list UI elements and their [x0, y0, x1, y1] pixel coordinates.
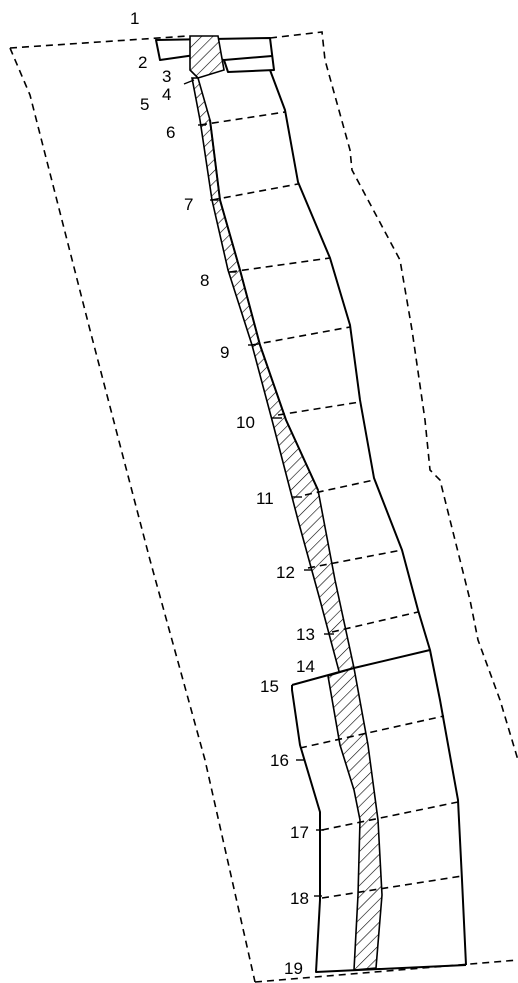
point-label-1: 1 — [130, 9, 139, 28]
outer-boundary-left — [9, 35, 256, 983]
section-lines — [199, 111, 463, 899]
point-label-8: 8 — [200, 271, 209, 290]
point-label-3: 3 — [162, 67, 171, 86]
label-ticks — [183, 79, 334, 897]
point-label-2: 2 — [138, 53, 147, 72]
lower-block-top — [291, 649, 431, 686]
point-label-16: 16 — [270, 751, 289, 770]
body-outline-inner — [209, 119, 319, 491]
point-label-9: 9 — [220, 343, 229, 362]
outer-boundary-right — [254, 31, 518, 983]
point-label-11: 11 — [256, 489, 274, 508]
hatched-wall-upper — [189, 35, 355, 677]
point-label-5: 5 — [140, 95, 149, 114]
point-label-4: 4 — [162, 85, 171, 104]
lower-block-left — [291, 685, 467, 973]
point-label-13: 13 — [296, 625, 315, 644]
point-label-18: 18 — [290, 889, 309, 908]
point-label-17: 17 — [290, 823, 309, 842]
point-label-19: 19 — [284, 959, 303, 978]
point-label-10: 10 — [236, 413, 255, 432]
point-label-14: 14 — [296, 657, 315, 676]
top-cap — [155, 37, 275, 73]
point-label-6: 6 — [166, 123, 175, 142]
point-label-15: 15 — [260, 677, 279, 696]
point-label-7: 7 — [184, 195, 193, 214]
body-outline-right — [269, 69, 467, 966]
top-cap-inner — [223, 55, 273, 61]
point-label-12: 12 — [276, 563, 295, 582]
